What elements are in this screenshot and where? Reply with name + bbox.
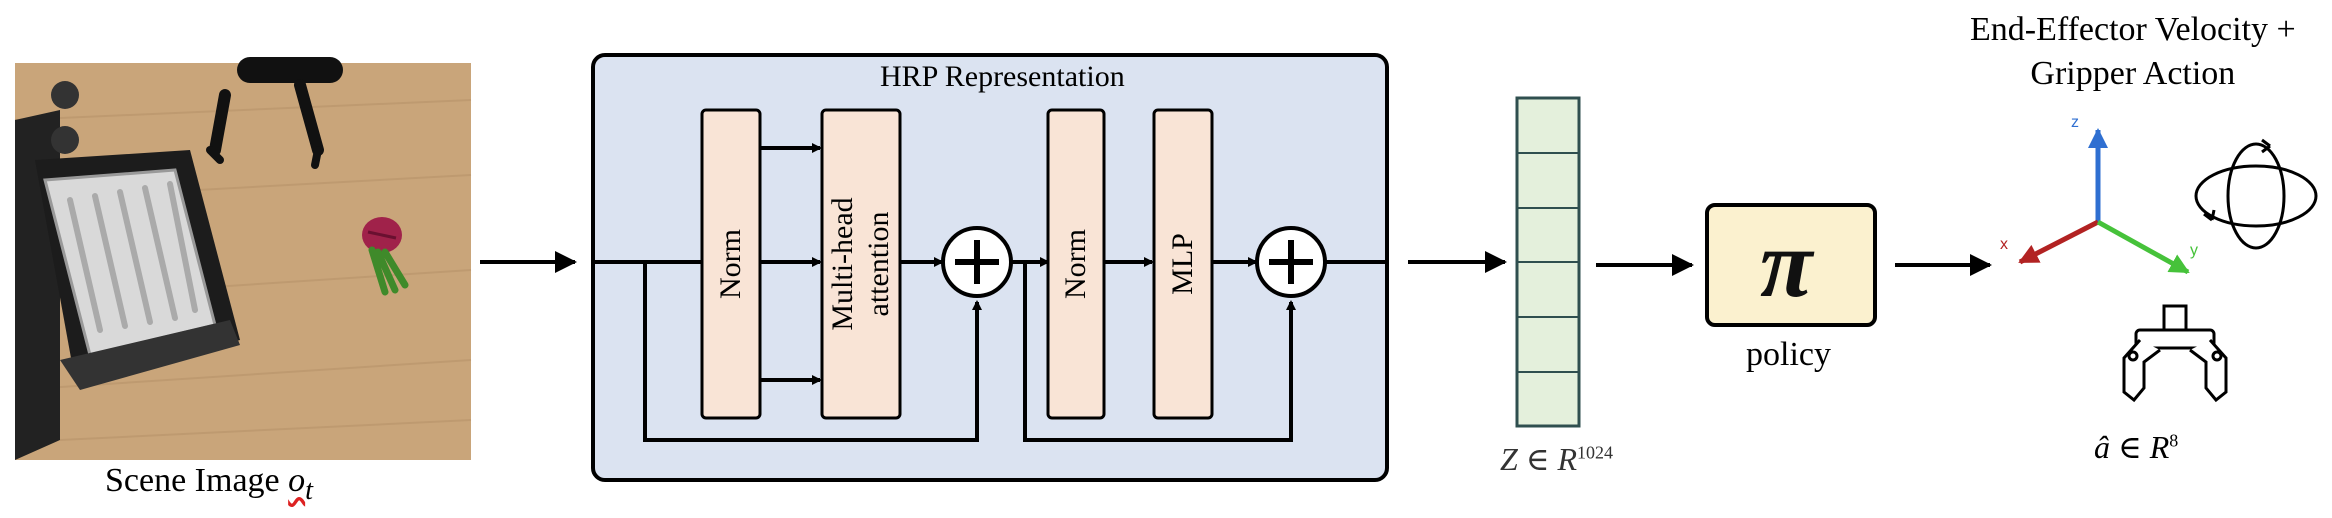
mlp-block (1152, 108, 1214, 420)
embedding-vector (1515, 96, 1581, 428)
norm-label-1: Norm (714, 229, 747, 299)
rotation-icon (2194, 138, 2318, 250)
action-caption: â ∈ R8 (2094, 428, 2178, 466)
scene-subscript: t (305, 474, 314, 506)
embedding-caption: Z ∈ R1024 (1500, 440, 1613, 478)
policy-caption: policy (1746, 336, 1831, 373)
plus-icon (1269, 240, 1313, 284)
scene-caption-text: Scene Image (105, 462, 280, 499)
norm-label-2: Norm (1059, 229, 1092, 299)
scene-image (14, 57, 472, 460)
policy-block (1705, 203, 1877, 327)
toaster-oven (15, 81, 240, 460)
axis-z-label: z (2071, 114, 2079, 131)
plus-icon (955, 240, 999, 284)
hrp-title: HRP Representation (880, 60, 1125, 93)
action-title: End-Effector Velocity + Gripper Action (1970, 8, 2296, 96)
attention-label-line1: Multi-head (826, 197, 859, 331)
coordinate-axes-icon (2018, 128, 2190, 275)
robot-gripper (206, 57, 343, 169)
mlp-label: MLP (1166, 233, 1199, 295)
axis-x-label: x (2000, 236, 2008, 253)
action-title-line2: Gripper Action (2030, 55, 2236, 92)
attention-block (820, 108, 902, 420)
attention-label: Multi-head attention (825, 189, 897, 339)
hrp-flow-lines (593, 143, 1387, 442)
norm-block-2 (1046, 108, 1106, 420)
policy-symbol: π (1760, 210, 1813, 317)
attention-label-line2: attention (862, 211, 895, 317)
fruit (362, 217, 409, 296)
scene-caption: Scene Image ot (105, 462, 313, 507)
action-title-line1: End-Effector Velocity + (1970, 11, 2296, 48)
gripper-icon (2122, 304, 2228, 403)
action-caption-sup: 8 (2169, 430, 2179, 451)
scene-symbol: o (288, 462, 306, 499)
scene-caption-symbol: ot (288, 462, 313, 506)
embedding-caption-text: Z ∈ R (1500, 441, 1578, 477)
action-caption-text: â ∈ R (2094, 429, 2170, 465)
axis-y-label: y (2190, 242, 2198, 259)
norm-block-1 (700, 108, 762, 420)
embedding-caption-sup: 1024 (1577, 442, 1614, 463)
